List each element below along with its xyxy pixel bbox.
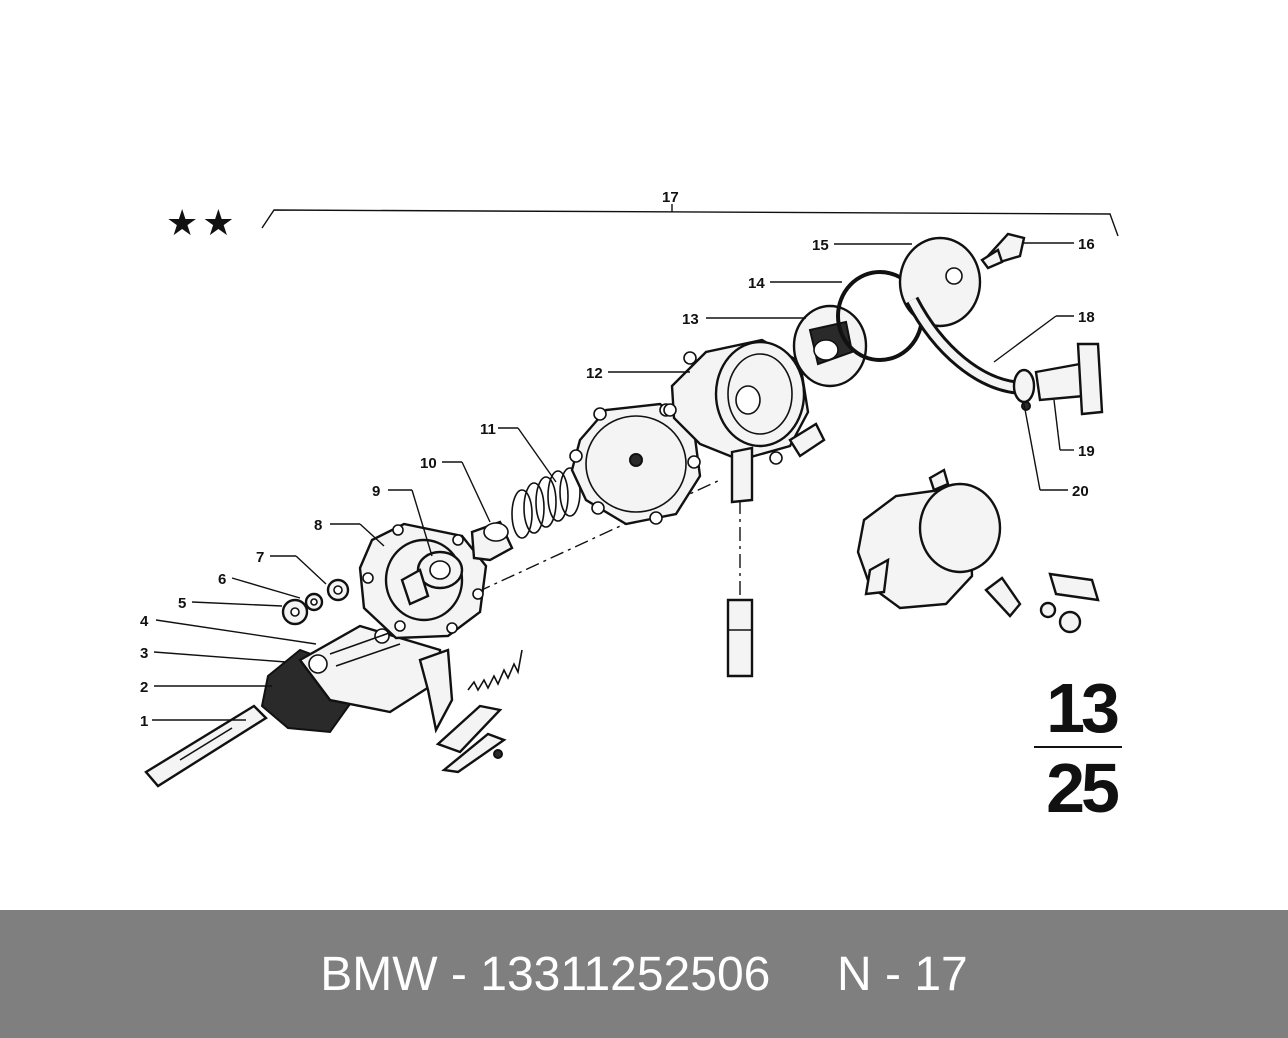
callout-label: 15: [812, 237, 829, 254]
part-washer-6: [304, 592, 324, 612]
part-nut-5: [281, 598, 309, 626]
callout-label: 18: [1078, 309, 1095, 326]
exploded-parts-diagram: 1 2 3 4 5 6 7 8 9 10 11 12 13 14 15 16 1…: [140, 189, 1119, 788]
reference-number-top: 13: [1046, 669, 1120, 747]
part-hose-18: [905, 296, 1023, 395]
part-tee-connector-19: [1034, 342, 1104, 416]
part-pump-body-12: [663, 338, 810, 504]
callout-label: 6: [218, 571, 226, 588]
part-shaft: [144, 704, 268, 788]
part-clamp-20: [1012, 368, 1036, 411]
part-sleeve-10: [470, 520, 514, 562]
assembled-pump-view: [856, 468, 1100, 634]
part-lever-gaskets: [418, 648, 507, 774]
callout-label: 20: [1072, 483, 1089, 500]
callout-label: 2: [140, 679, 148, 696]
callout-label: 14: [748, 275, 765, 292]
callout-label: 5: [178, 595, 186, 612]
reference-number-bottom: 25: [1046, 749, 1120, 827]
callout-label: 7: [256, 549, 264, 566]
callout-label: 19: [1078, 443, 1095, 460]
part-small-spring: [467, 649, 523, 692]
callout-leaders: [152, 242, 1074, 721]
part-nut-7: [326, 578, 350, 602]
callout-label: 8: [314, 517, 322, 534]
part-spring-11: [511, 467, 581, 539]
part-diaphragm-plate: [569, 402, 702, 526]
callout-label: 17: [662, 189, 679, 206]
assembly-bracket: [261, 209, 1119, 237]
part-lower-housing: [260, 624, 442, 734]
callout-label: 4: [140, 613, 149, 630]
stars-symbol: ★★: [166, 203, 239, 244]
part-tube-fitting: [726, 598, 754, 678]
callout-label: 1: [140, 713, 148, 730]
callout-label: 9: [372, 483, 380, 500]
callout-label: 10: [420, 455, 437, 472]
part-bolt-16: [980, 232, 1026, 270]
reference-divider: [1034, 746, 1122, 748]
callout-label: 13: [682, 311, 699, 328]
part-valve-disc-13: [792, 304, 868, 388]
callout-label: 3: [140, 645, 148, 662]
part-piston-9: [400, 550, 464, 606]
part-plug: [788, 422, 826, 458]
footer-bar: BMW - 13311252506 N - 17: [0, 910, 1288, 1038]
callout-label: 16: [1078, 236, 1095, 253]
part-number-caption: BMW - 13311252506 N - 17: [320, 947, 968, 1001]
callout-label: 12: [586, 365, 603, 382]
callout-label: 11: [480, 421, 496, 438]
